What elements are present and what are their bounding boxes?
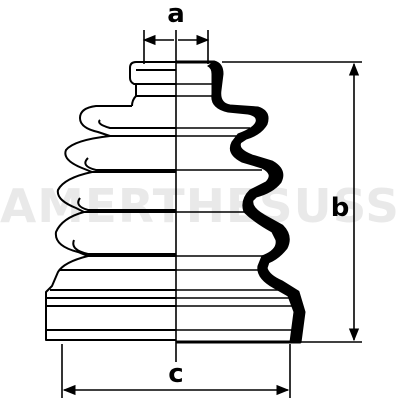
boot-outline-left-half <box>45 61 176 341</box>
dimension-b-label: b <box>331 193 350 223</box>
dimension-a-label: a <box>167 0 185 29</box>
dimension-b <box>222 61 362 343</box>
boot-wall-section <box>207 61 305 343</box>
dimension-c-label: c <box>168 359 183 389</box>
boot-section-right-half <box>176 60 306 344</box>
dimension-a <box>142 30 210 64</box>
watermark-text: AMERTHESUSS <box>0 179 400 233</box>
dimension-c <box>61 344 291 398</box>
section-reference-lines <box>176 83 292 331</box>
